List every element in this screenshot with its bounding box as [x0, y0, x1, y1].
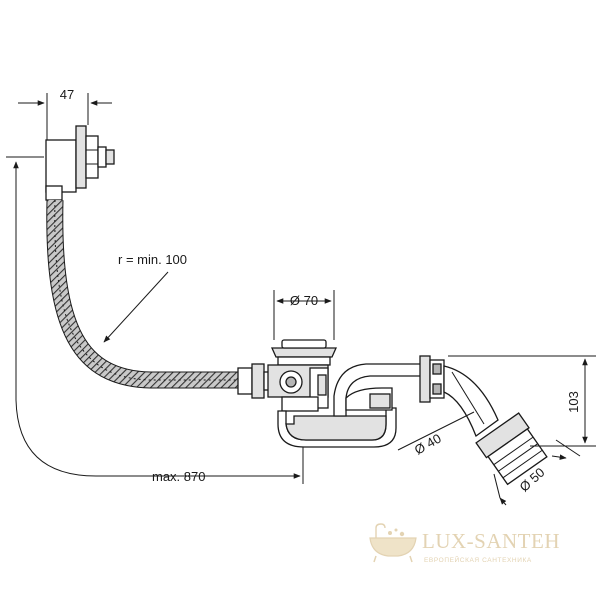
- bathtub-icon: [369, 523, 417, 563]
- dimension-diameter-40: Ø 40: [397, 411, 475, 458]
- dimension-label-max-870: max. 870: [152, 469, 205, 484]
- outlet-pipe: [443, 365, 548, 486]
- overflow-head: [45, 125, 115, 201]
- flexible-hose: [46, 199, 242, 389]
- bend-radius-annotation: r = min. 100: [103, 252, 187, 343]
- dimension-height-103: 103: [448, 355, 596, 447]
- dimension-label-d40: Ø 40: [412, 431, 444, 458]
- radius-label: r = min. 100: [118, 252, 187, 267]
- watermark-subtitle: ЕВРОПЕЙСКАЯ САНТЕХНИКА: [424, 555, 532, 564]
- drain-valve: [267, 339, 338, 412]
- watermark-title: LUX-SANTEH: [422, 529, 560, 553]
- dimension-max-length: max. 870: [6, 156, 304, 484]
- watermark: LUX-SANTEH ЕВРОПЕЙСКАЯ САНТЕХНИКА: [369, 523, 560, 564]
- union-nut: [419, 355, 445, 403]
- dimension-diameter-70: Ø 70: [273, 290, 335, 340]
- dimension-label-47: 47: [60, 87, 74, 102]
- dimension-label-103: 103: [566, 391, 581, 413]
- trap-body: [277, 363, 427, 448]
- dimension-label-d70: Ø 70: [290, 293, 318, 308]
